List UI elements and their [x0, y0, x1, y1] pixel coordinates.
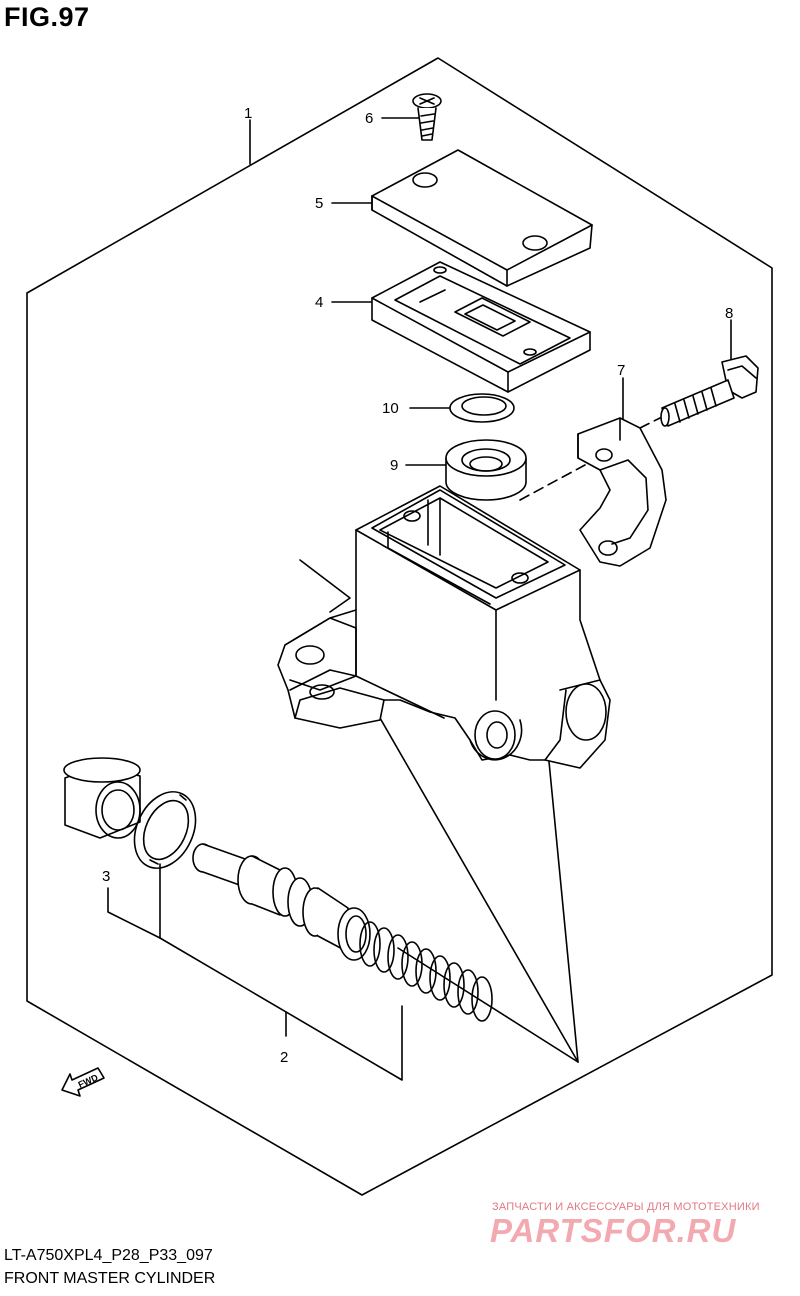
part-4-diaphragm	[371, 261, 591, 393]
model-code: LT-A750XPL4_P28_P33_097	[4, 1247, 213, 1264]
part-6-screw	[412, 93, 442, 141]
assembly-boundary	[26, 57, 773, 1196]
callout-9: 9	[390, 457, 398, 474]
callout-1: 1	[244, 105, 252, 122]
circlip	[133, 791, 197, 869]
fwd-arrow-icon	[61, 1067, 105, 1097]
part-2-piston-assembly	[192, 843, 371, 961]
part-8-bolt	[660, 355, 759, 427]
part-9-bushing	[445, 439, 527, 501]
callout-2: 2	[280, 1049, 288, 1066]
part-3-cup-seal	[63, 757, 141, 839]
part-10-o-ring	[449, 393, 515, 423]
callout-10: 10	[382, 400, 399, 417]
figure-name: FRONT MASTER CYLINDER	[4, 1270, 216, 1287]
part-5-reservoir-cap	[371, 149, 593, 287]
fwd-label: FWD	[77, 1072, 100, 1090]
callout-5: 5	[315, 195, 323, 212]
callout-4: 4	[315, 294, 323, 311]
part-7-clamp	[577, 417, 667, 567]
watermark-tagline: ЗАПЧАСТИ И АКСЕССУАРЫ ДЛЯ МОТОТЕХНИКИ	[492, 1201, 760, 1213]
master-cylinder-body	[277, 485, 611, 769]
callout-6: 6	[365, 110, 373, 127]
callout-8: 8	[725, 305, 733, 322]
callout-3: 3	[102, 868, 110, 885]
figure-title: FIG.97	[4, 2, 90, 32]
callout-7: 7	[617, 362, 625, 379]
spring	[359, 921, 493, 1022]
watermark-brand: PARTSFOR.RU	[490, 1212, 737, 1249]
